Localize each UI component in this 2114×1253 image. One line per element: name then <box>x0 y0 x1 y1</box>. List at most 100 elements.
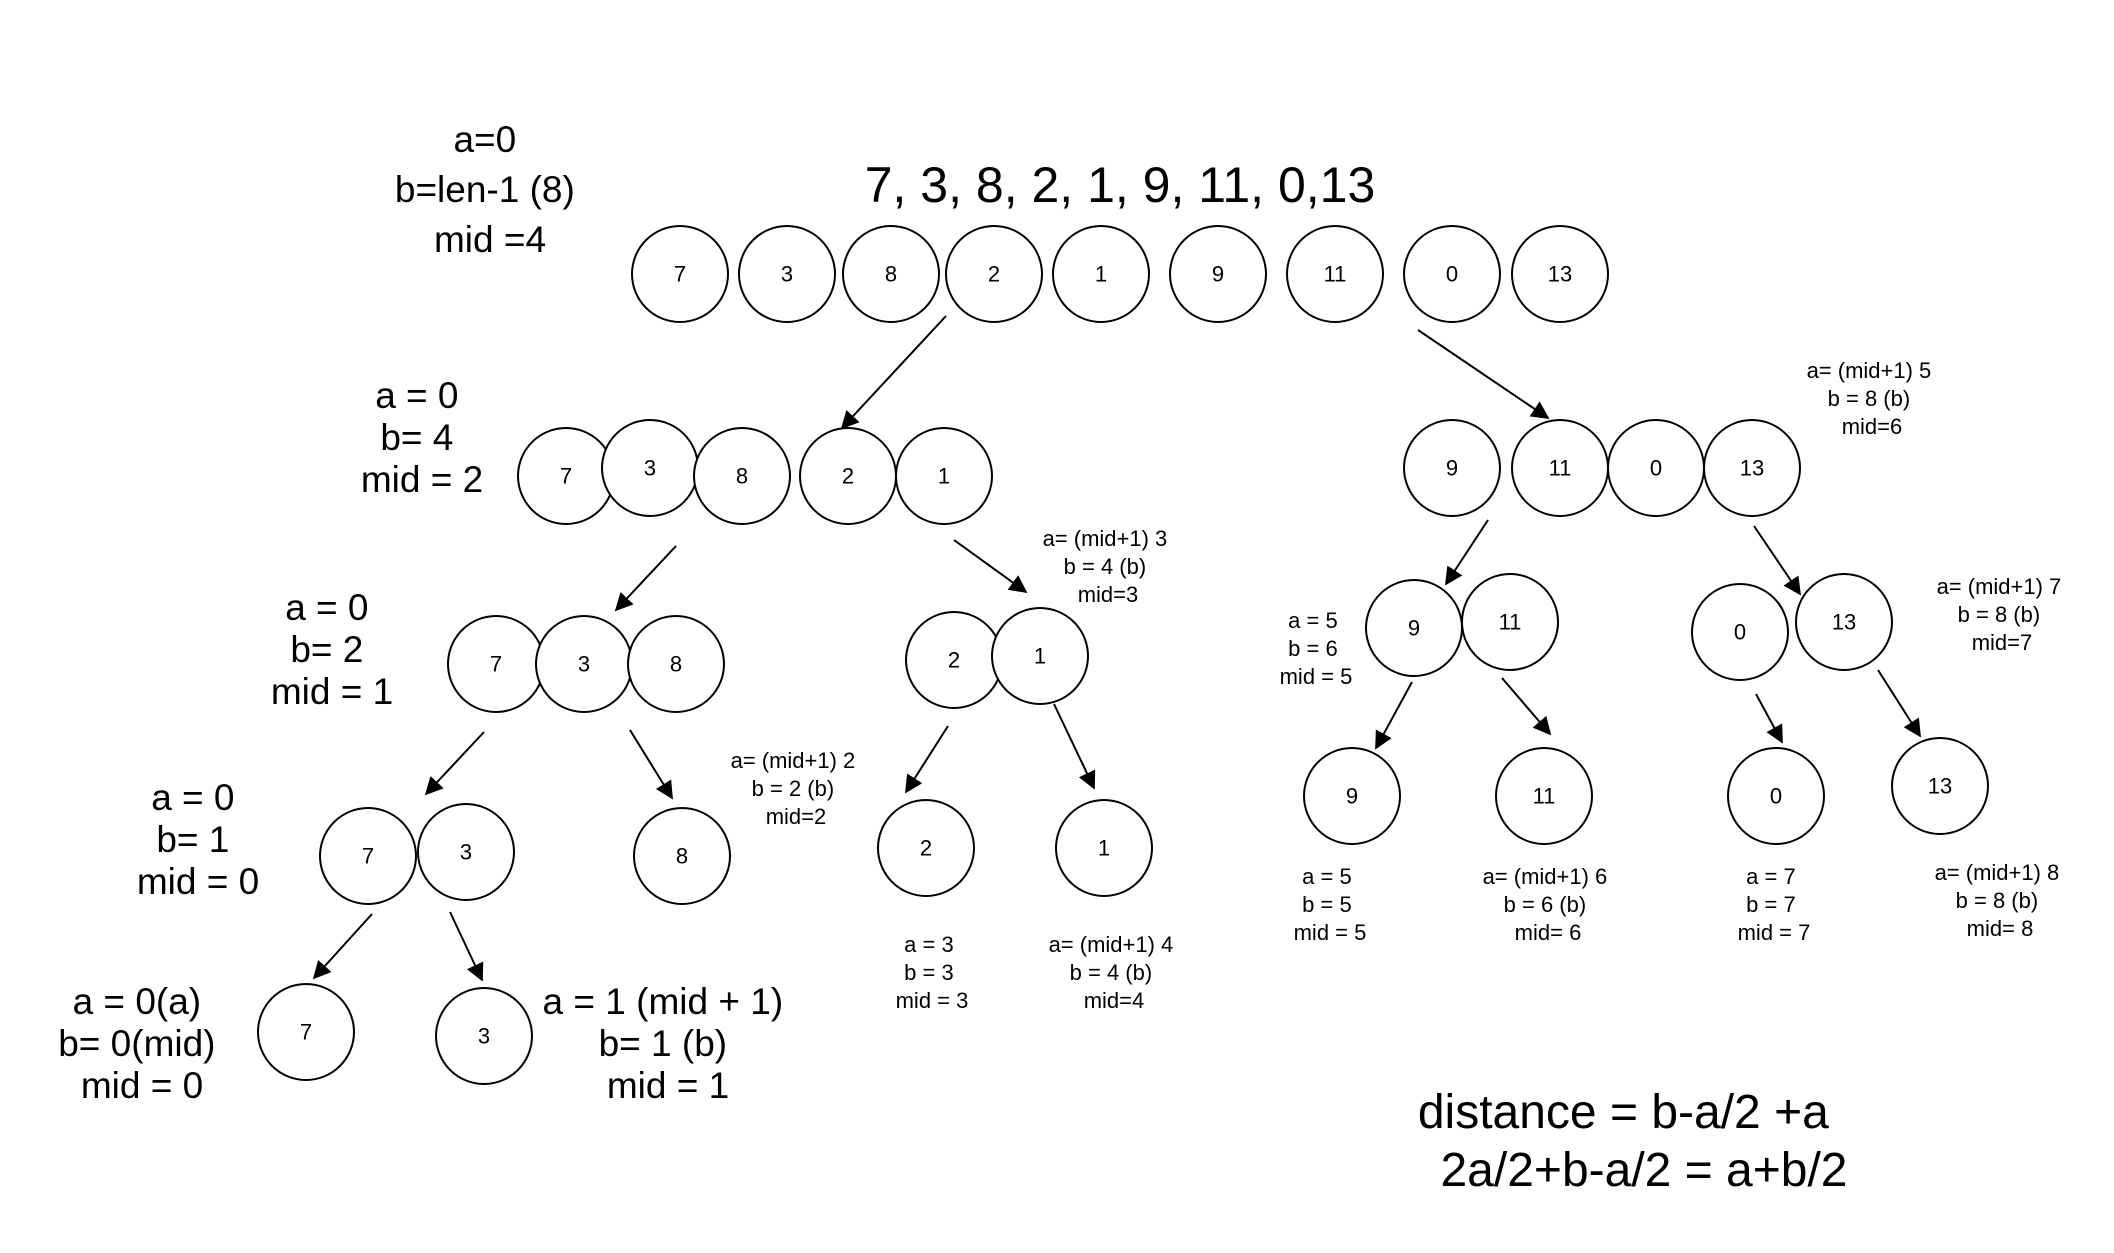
svg-text:7: 7 <box>674 262 686 287</box>
annotations: a=0 b=len-1 (8) mid =4 a = 0 b= 4 mid = … <box>58 119 2068 1106</box>
edge-right1-left <box>1445 519 1489 586</box>
node-left1-2: 8 <box>693 427 791 525</box>
node-left2-1: 3 <box>535 615 633 713</box>
node-root-8: 13 <box>1511 225 1609 323</box>
node-lr3-1: 1 <box>1055 799 1153 897</box>
label-l3c: a= (mid+1) 2 b = 2 (b) mid=2 <box>731 748 862 829</box>
svg-text:1: 1 <box>1095 262 1107 287</box>
label-lr2: a= (mid+1) 3 b = 4 (b) mid=3 <box>1043 526 1174 607</box>
svg-text:13: 13 <box>1548 262 1572 287</box>
label-left4b: a = 1 (mid + 1) b= 1 (b) mid = 1 <box>543 981 794 1106</box>
edge-left1-left <box>614 545 677 612</box>
node-right1-2: 0 <box>1607 419 1705 517</box>
label-r3d: a= (mid+1) 8 b = 8 (b) mid= 8 <box>1935 860 2066 941</box>
svg-text:3: 3 <box>478 1024 490 1049</box>
node-lr2-1: 1 <box>991 607 1089 705</box>
node-root-2: 8 <box>842 225 940 323</box>
node-r3-1: 11 <box>1495 747 1593 845</box>
edge-root-left <box>840 315 947 430</box>
svg-text:11: 11 <box>1499 610 1522 635</box>
node-left1-0: 7 <box>517 427 615 525</box>
node-r2r-0: 0 <box>1691 583 1789 681</box>
svg-text:3: 3 <box>644 456 656 481</box>
edge-left2-right <box>629 729 673 800</box>
svg-text:9: 9 <box>1408 616 1420 641</box>
svg-text:2: 2 <box>842 464 854 489</box>
node-left1-3: 2 <box>799 427 897 525</box>
svg-text:13: 13 <box>1928 774 1952 799</box>
label-l3e: a= (mid+1) 4 b = 4 (b) mid=4 <box>1049 932 1180 1013</box>
node-root-0: 7 <box>631 225 729 323</box>
node-root-5: 9 <box>1169 225 1267 323</box>
svg-text:7: 7 <box>362 844 374 869</box>
node-root-7: 0 <box>1403 225 1501 323</box>
node-r2l-1: 11 <box>1461 573 1559 671</box>
svg-text:1: 1 <box>1098 836 1110 861</box>
svg-text:8: 8 <box>676 844 688 869</box>
node-left2-0: 7 <box>447 615 545 713</box>
svg-text:13: 13 <box>1740 456 1764 481</box>
label-l3d: a = 3 b = 3 mid = 3 <box>896 932 969 1013</box>
svg-text:11: 11 <box>1533 784 1556 809</box>
node-r3-3: 13 <box>1891 737 1989 835</box>
svg-text:0: 0 <box>1650 456 1662 481</box>
node-left4-0: 7 <box>257 983 355 1081</box>
node-r3-0: 9 <box>1303 747 1401 845</box>
node-root-3: 2 <box>945 225 1043 323</box>
node-left3-1: 3 <box>417 803 515 901</box>
node-r2r-1: 13 <box>1795 573 1893 671</box>
node-left1-1: 3 <box>601 419 699 517</box>
node-right1-1: 11 <box>1511 419 1609 517</box>
edge-r2l-right <box>1501 677 1552 736</box>
edge-lr2-right <box>1053 703 1096 790</box>
svg-text:3: 3 <box>460 840 472 865</box>
svg-text:2: 2 <box>948 648 960 673</box>
svg-text:9: 9 <box>1346 784 1358 809</box>
svg-text:11: 11 <box>1549 456 1572 481</box>
edge-root-right <box>1417 329 1550 420</box>
node-right1-3: 13 <box>1703 419 1801 517</box>
node-left3-2: 8 <box>633 807 731 905</box>
edge-r2l-left <box>1375 681 1413 750</box>
svg-text:9: 9 <box>1446 456 1458 481</box>
node-root-6: 11 <box>1286 225 1384 323</box>
svg-text:9: 9 <box>1212 262 1224 287</box>
svg-text:1: 1 <box>938 464 950 489</box>
label-r3a: a = 5 b = 5 mid = 5 <box>1294 864 1367 945</box>
node-lr3-0: 2 <box>877 799 975 897</box>
label-left3: a = 0 b= 1 mid = 0 <box>137 777 259 902</box>
edge-r2r-right <box>1877 669 1921 738</box>
svg-text:8: 8 <box>670 652 682 677</box>
label-root: a=0 b=len-1 (8) mid =4 <box>395 119 585 260</box>
svg-text:7: 7 <box>560 464 572 489</box>
label-left1: a = 0 b= 4 mid = 2 <box>361 375 483 500</box>
svg-text:7: 7 <box>300 1020 312 1045</box>
svg-text:11: 11 <box>1324 262 1347 287</box>
label-r2r: a= (mid+1) 7 b = 8 (b) mid=7 <box>1937 574 2068 655</box>
svg-text:2: 2 <box>920 836 932 861</box>
svg-text:8: 8 <box>736 464 748 489</box>
node-root-4: 1 <box>1052 225 1150 323</box>
label-r3b: a= (mid+1) 6 b = 6 (b) mid= 6 <box>1483 864 1614 945</box>
edge-lr2-left <box>905 725 949 794</box>
svg-text:0: 0 <box>1770 784 1782 809</box>
svg-text:0: 0 <box>1734 620 1746 645</box>
node-root-1: 3 <box>738 225 836 323</box>
node-left1-4: 1 <box>895 427 993 525</box>
svg-text:7: 7 <box>490 652 502 677</box>
svg-text:13: 13 <box>1832 610 1856 635</box>
node-r3-2: 0 <box>1727 747 1825 845</box>
node-r2l-0: 9 <box>1365 579 1463 677</box>
array-title: 7, 3, 8, 2, 1, 9, 11, 0,13 <box>865 157 1376 213</box>
formula: distance = b-a/2 +a 2a/2+b-a/2 = a+b/2 <box>1418 1086 1848 1197</box>
label-left2: a = 0 b= 2 mid = 1 <box>271 587 393 712</box>
edge-left1-right <box>953 539 1028 594</box>
node-left4-1: 3 <box>435 987 533 1085</box>
edge-r2r-left <box>1755 693 1783 744</box>
svg-text:8: 8 <box>885 262 897 287</box>
node-right1-0: 9 <box>1403 419 1501 517</box>
edge-right1-right <box>1753 525 1802 596</box>
label-right1: a= (mid+1) 5 b = 8 (b) mid=6 <box>1807 358 1938 439</box>
